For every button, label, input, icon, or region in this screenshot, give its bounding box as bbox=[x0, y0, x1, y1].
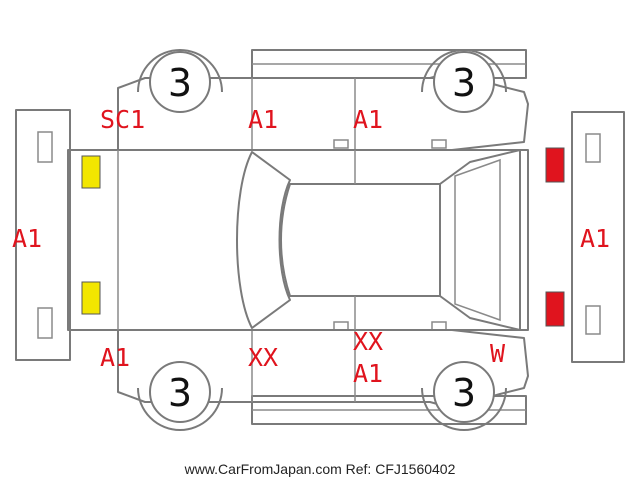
top-view-body bbox=[67, 149, 529, 331]
tire-front-left-grade: 3 bbox=[168, 61, 192, 105]
label-front-bumper: A1 bbox=[12, 224, 42, 253]
front-bumper bbox=[15, 109, 71, 361]
tire-rear-left: 3 bbox=[421, 49, 507, 113]
label-front-right-corner: A1 bbox=[100, 343, 130, 372]
tire-front-right: 3 bbox=[137, 361, 223, 431]
rear-right-lamp bbox=[545, 291, 565, 327]
rear-left-lamp bbox=[545, 147, 565, 183]
tire-front-right-grade: 3 bbox=[168, 371, 192, 415]
front-right-lamp bbox=[81, 281, 101, 315]
label-rear-left-door: A1 bbox=[353, 105, 383, 134]
label-rear-right-corner: W bbox=[490, 339, 506, 368]
footer-watermark: www.CarFromJapan.com Ref: CFJ1560402 bbox=[184, 461, 456, 477]
label-front-left-door: A1 bbox=[248, 105, 278, 134]
tire-front-left: 3 bbox=[137, 49, 223, 113]
label-rear-right-door-1: XX bbox=[353, 327, 383, 356]
front-left-lamp bbox=[81, 155, 101, 189]
tire-rear-left-grade: 3 bbox=[452, 61, 476, 105]
label-rear-right-door-2: A1 bbox=[353, 359, 383, 388]
label-front-right-door: XX bbox=[248, 343, 278, 372]
tire-rear-right: 3 bbox=[421, 361, 507, 431]
rear-bumper bbox=[571, 111, 625, 363]
label-front-left-corner: SC1 bbox=[100, 105, 145, 134]
label-rear-bumper: A1 bbox=[580, 224, 610, 253]
tire-rear-right-grade: 3 bbox=[452, 371, 476, 415]
